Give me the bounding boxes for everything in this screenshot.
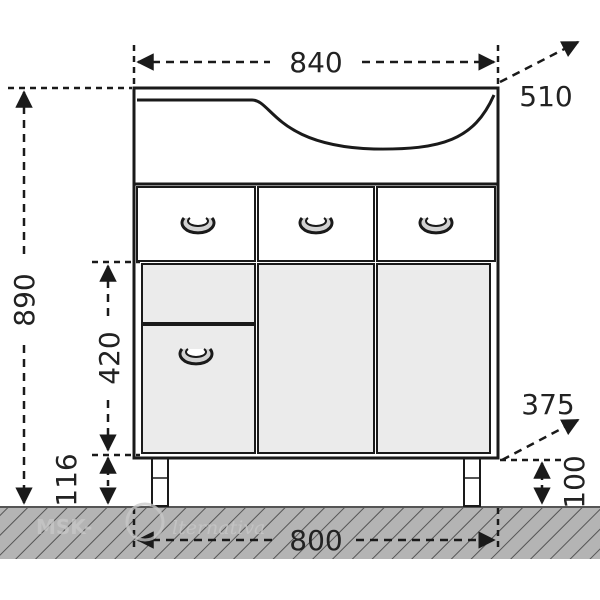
cabinet [132, 86, 500, 460]
door-handle-icon [178, 348, 214, 366]
drawer-handle-icon [418, 217, 454, 235]
door-row [141, 263, 491, 454]
watermark-brand: MSK- [36, 515, 92, 539]
drawer-handle-icon [298, 217, 334, 235]
watermark-logo-icon [125, 502, 165, 542]
leg-front-right [463, 457, 481, 507]
label-leg-height: 100 [558, 455, 591, 508]
label-plinth-height: 116 [50, 453, 83, 506]
watermark-text: lternativa [172, 517, 265, 539]
dimension-labels: 840 510 890 420 116 375 100 800 [8, 46, 591, 557]
drawer-row [136, 186, 496, 262]
label-door-height: 420 [93, 331, 126, 384]
label-total-height: 890 [8, 273, 41, 326]
leg-front-left [151, 457, 169, 507]
label-total-width: 840 [289, 46, 342, 79]
label-depth-top: 510 [519, 80, 572, 113]
label-depth-bottom: 375 [521, 388, 574, 421]
dimension-lines [8, 40, 580, 552]
door-right [376, 263, 491, 454]
watermark: MSK- lternativa [36, 502, 265, 542]
label-bottom-width: 800 [289, 524, 342, 557]
drawer-right [376, 186, 496, 262]
sink-basin [134, 94, 498, 186]
door-left [141, 324, 256, 454]
floor [0, 506, 600, 559]
door-middle [257, 263, 375, 454]
cabinet-legs [151, 457, 481, 507]
drawer-handle-icon [180, 217, 216, 235]
door-left-top-panel [141, 263, 256, 324]
